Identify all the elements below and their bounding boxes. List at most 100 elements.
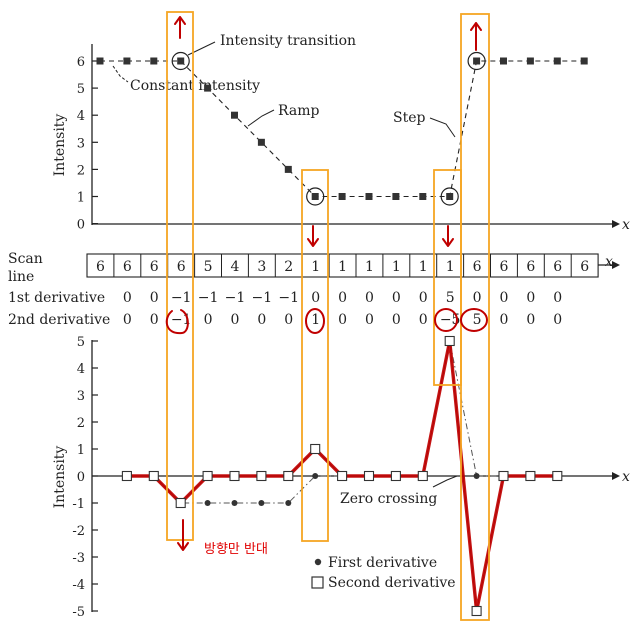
scan-line-cell: 6 [177,259,186,275]
first-derivative-row-label: 1st derivative [8,290,105,306]
second-derivative-value: 0 [392,312,401,328]
top-y-tick-label: 0 [77,218,85,233]
bottom-y-tick-label: 5 [77,335,85,350]
top-data-point [150,57,158,65]
bottom-y-tick-label: -4 [72,578,85,593]
first-derivative-point [204,500,211,506]
second-derivative-point [525,470,536,482]
table-x-axis-label: x [605,254,613,270]
step-leader-line [429,117,456,138]
second-derivative-point [363,470,375,482]
derivative-chart: Intensity x Zero crossing [52,446,630,509]
handwritten-note: 방향만 반대 [204,542,268,557]
bottom-y-tick-label: -3 [72,551,85,566]
scan-line-cell: 6 [553,259,562,275]
first-derivative-value: −1 [278,290,299,306]
bottom-y-axis-label: Intensity [52,446,68,509]
scan-line-cell: 1 [392,259,401,275]
bottom-x-axis-label: x [622,469,630,485]
first-derivative-value: 0 [553,290,562,306]
second-derivative-value: 1 [311,312,320,328]
bottom-y-tick-label: 4 [77,362,85,377]
second-derivative-value: 0 [553,312,562,328]
first-derivative-value: −1 [198,290,219,306]
first-derivative-value: 0 [392,290,401,306]
table-x-axis-arrowhead [612,261,620,269]
first-derivative-value: 0 [526,290,535,306]
top-circled-point [440,187,459,206]
second-derivative-point [337,470,348,482]
top-data-point [257,138,265,146]
top-y-tick-label: 4 [77,109,85,124]
constant-intensity-leader-line [112,65,129,83]
second-derivative-value: 0 [123,312,132,328]
top-y-axis-label: Intensity [52,114,68,177]
scan-line-cell: 2 [284,259,293,275]
second-derivative-value: 0 [526,312,535,328]
first-derivative-value: 0 [338,290,347,306]
top-circled-point [467,51,486,71]
top-data-point [446,193,454,200]
top-y-tick-label: 1 [77,191,85,206]
second-derivative-point [498,470,509,482]
constant-intensity-annotation: Constant intensity [130,78,260,94]
first-derivative-value: 0 [150,290,159,306]
top-data-point [365,193,373,200]
scan-line-label: Scan line [8,251,47,285]
second-derivative-value: 0 [499,312,508,328]
legend-first-derivative-marker [314,558,322,566]
red-up-arrow [470,22,482,51]
second-derivative-point [283,470,294,482]
top-data-point [419,193,427,200]
top-data-point [392,193,400,200]
top-data-point [580,57,588,65]
first-derivative-value: 0 [499,290,508,306]
legend: First derivative Second derivative [311,555,456,591]
top-x-axis-label: x [622,217,630,233]
top-y-tick-label: 6 [77,55,85,70]
first-derivative-value: 0 [311,290,320,306]
zero-crossing-annotation: Zero crossing [340,491,437,507]
top-data-point [96,57,104,65]
second-derivative-point [121,470,132,482]
second-derivative-row-label: 2nd derivative [8,312,110,328]
scan-line-cell: 1 [446,259,455,275]
top-data-point [526,57,534,65]
highlight-box [166,11,194,541]
first-derivative-value: 0 [419,290,428,306]
scan-line-cell: 6 [580,259,589,275]
second-derivative-point [444,335,455,347]
top-data-point [500,57,507,65]
first-derivative-line [126,340,558,504]
ramp-leader-line [247,109,275,127]
bottom-y-tick-label: 1 [77,443,85,458]
top-data-point [311,193,319,200]
legend-second-derivative-label: Second derivative [328,575,456,591]
second-derivative-point [552,470,563,482]
first-derivative-point [473,473,480,479]
red-up-arrow [174,16,186,39]
second-derivative-value: 0 [365,312,374,328]
first-derivative-value: −1 [252,290,273,306]
red-down-arrow [442,225,454,247]
top-y-tick-label: 5 [77,82,85,97]
scan-line-cell: 6 [96,259,105,275]
second-derivative-point [310,443,321,455]
scan-line-cell: 3 [257,259,266,275]
scan-line-cell: 6 [123,259,132,275]
top-data-point [231,111,238,119]
bottom-x-axis-arrowhead [612,472,620,480]
first-derivative-value: 0 [365,290,374,306]
bottom-y-tick-label: -1 [72,497,85,512]
red-circle-mark [165,309,189,335]
bottom-y-tick-label: 2 [77,416,85,431]
first-derivative-value: 5 [446,290,455,306]
legend-first-derivative-label: First derivative [328,555,437,571]
red-circle-mark [305,308,325,334]
second-derivative-value: 0 [419,312,428,328]
bottom-y-tick-label: -2 [72,524,85,539]
bottom-y-tick-label: 0 [77,470,85,485]
scan-line-cell: 1 [311,259,320,275]
